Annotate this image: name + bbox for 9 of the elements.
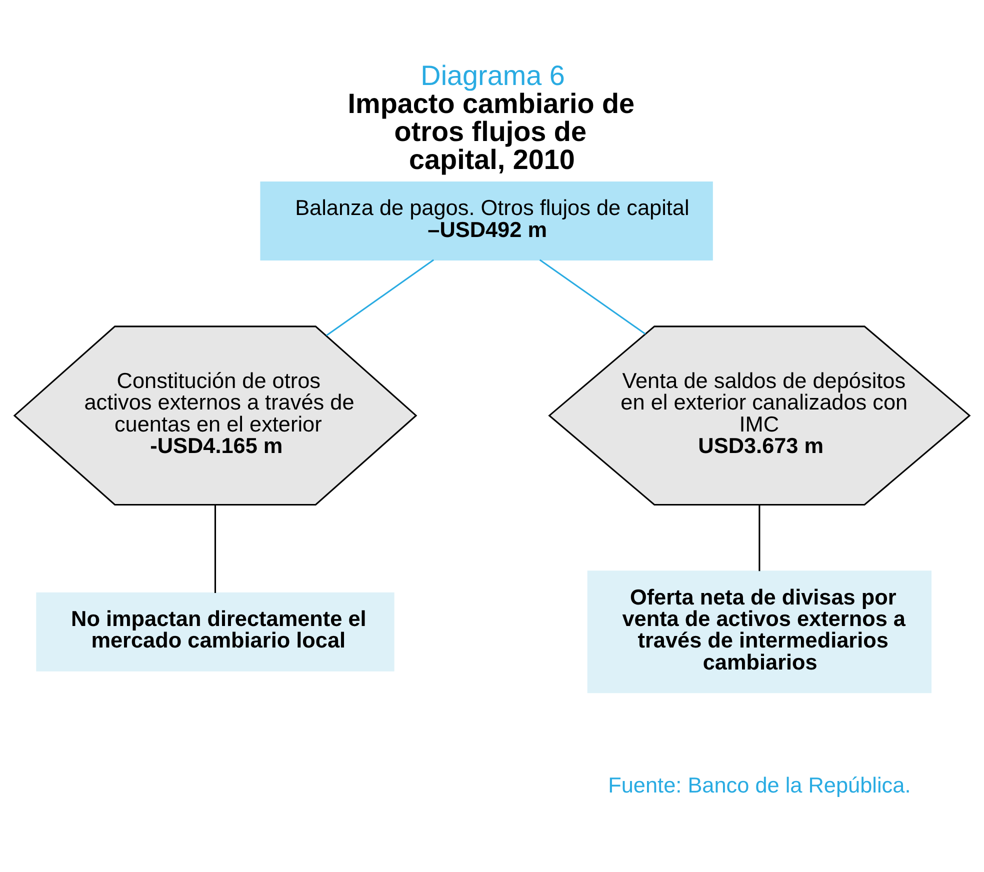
connector — [758, 504, 760, 571]
node-box: No impactan directamente el mercado cambiario local — [36, 592, 394, 671]
connector — [326, 258, 434, 336]
caption: Fuente: Banco de la República. — [608, 772, 911, 798]
label: Diagrama 6 — [420, 60, 565, 91]
connector — [214, 504, 216, 593]
connector — [539, 258, 646, 334]
node-box: Balanza de pagos. Otros flujos de capital –USD492 m — [260, 180, 713, 260]
node-box: Oferta neta de divisas por venta de activos externos a través de intermediarios cambiarios — [587, 570, 932, 693]
